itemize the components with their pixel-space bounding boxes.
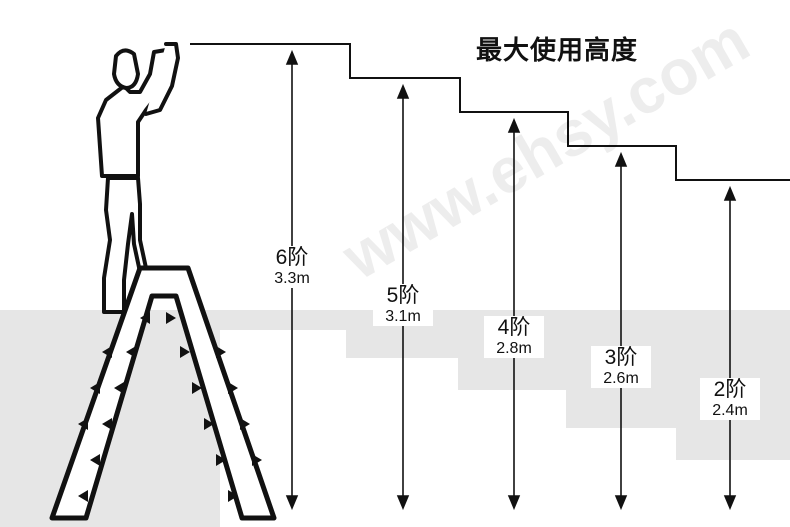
max-height: 3.3m [274, 270, 310, 287]
step-count: 2阶 [713, 378, 747, 401]
max-height: 2.8m [496, 340, 532, 357]
label-4-step: 4阶 2.8m [484, 316, 544, 358]
step-count: 5阶 [386, 284, 420, 307]
label-5-step: 5阶 3.1m [373, 284, 433, 326]
step-ladder [49, 265, 277, 521]
step-count: 4阶 [497, 316, 531, 339]
label-2-step: 2阶 2.4m [700, 378, 760, 420]
label-6-step: 6阶 3.3m [262, 246, 322, 288]
step-count: 3阶 [604, 346, 638, 369]
person-figure [96, 42, 180, 314]
height-arrows [285, 49, 737, 511]
step-count: 6阶 [275, 246, 309, 269]
diagram-title: 最大使用高度 [476, 36, 639, 66]
label-3-step: 3阶 2.6m [591, 346, 651, 388]
max-height: 2.4m [712, 402, 748, 419]
max-height: 3.1m [385, 308, 421, 325]
max-height-staircase [190, 43, 790, 181]
max-height: 2.6m [603, 370, 639, 387]
